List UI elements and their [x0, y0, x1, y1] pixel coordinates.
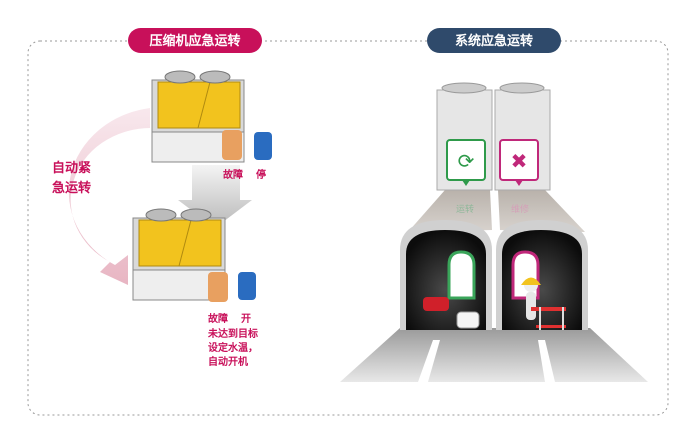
note-line: 设定水温， — [208, 341, 258, 354]
tunnel-running — [400, 220, 492, 330]
left-title: 压缩机应急运转 — [149, 33, 240, 49]
bottom-on-label: 开 — [241, 313, 251, 325]
refresh-icon: ⟳ — [458, 149, 475, 173]
unit-running: ⟳ — [436, 82, 493, 191]
unit-repair: ✖ — [494, 82, 551, 191]
note-line: 未达到目标 — [207, 327, 258, 340]
compressor-fault-icon — [208, 272, 228, 302]
tools-icon: ✖ — [511, 149, 528, 173]
note-line: 自动开机 — [208, 355, 248, 368]
compressor-stop-icon — [254, 132, 272, 160]
left-title-pill: 压缩机应急运转 — [128, 28, 262, 53]
dashed-frame — [27, 40, 669, 416]
arc-label-line2: 急运转 — [52, 180, 91, 196]
arc-label-line1: 自动紧 — [52, 160, 91, 176]
right-title-pill: 系统应急运转 — [427, 28, 561, 53]
barrier — [531, 307, 566, 330]
worker-figure — [521, 277, 541, 320]
compressor-fault-icon — [222, 130, 242, 160]
compressor-on-icon — [238, 272, 256, 300]
tunnel-repair — [496, 220, 588, 330]
chiller-unit-top — [151, 70, 245, 163]
auto-emergency-arc-arrow — [68, 108, 150, 285]
white-car — [456, 311, 480, 329]
top-stop-label: 停 — [256, 168, 266, 181]
road — [340, 328, 648, 382]
beam-run-label: 运转 — [456, 203, 474, 215]
lane-marking — [538, 340, 555, 382]
beam-repair — [498, 190, 585, 232]
bottom-fault-label: 故障 — [208, 312, 228, 325]
lane-marking — [418, 340, 440, 382]
beam-repair-label: 维修 — [511, 203, 529, 215]
top-fault-label: 故障 — [223, 168, 243, 181]
right-title: 系统应急运转 — [455, 33, 533, 49]
red-car — [423, 297, 449, 311]
